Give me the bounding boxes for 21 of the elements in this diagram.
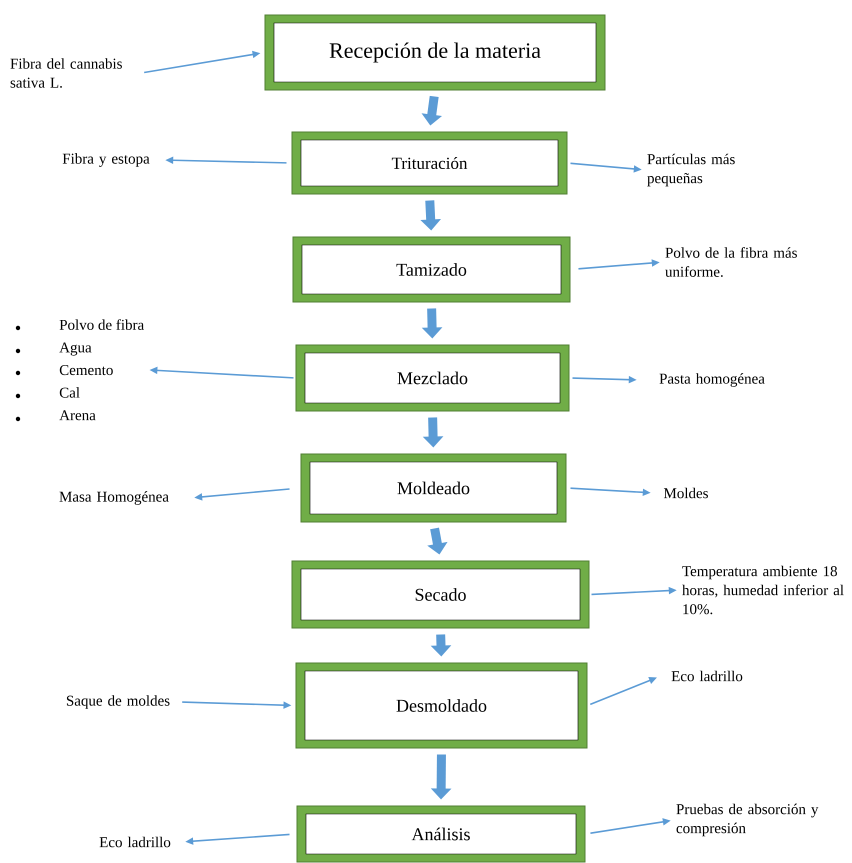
process-box: Trituración bbox=[292, 132, 568, 194]
side-text: Pasta homogénea bbox=[660, 373, 765, 387]
process-box: Análisis bbox=[296, 806, 586, 862]
side-text: Temperatura ambiente 18 horas, humedad inferior al 10%. bbox=[682, 566, 844, 614]
side-text: Fibra y estopa bbox=[62, 153, 150, 167]
side-text: Eco ladrillo bbox=[672, 670, 742, 682]
side-text: Eco ladrillo bbox=[100, 836, 170, 848]
side-text: Saque de moldes bbox=[66, 695, 170, 709]
process-box: Recepción de la materia bbox=[264, 14, 606, 90]
side-text: Masa Homogénea bbox=[59, 491, 169, 505]
process-box: Desmoldado bbox=[296, 662, 588, 748]
side-text: Partículas más pequeñas bbox=[647, 154, 735, 186]
side-text: Pruebas de absorción y compresión bbox=[676, 804, 818, 836]
bullet-list: Polvo de fibra Agua Cemento Cal Arena bbox=[59, 319, 144, 420]
side-text: Polvo de la fibra más uniforme. bbox=[665, 247, 797, 277]
process-box: Mezclado bbox=[296, 344, 570, 412]
process-box: Moldeado bbox=[300, 454, 566, 522]
process-box: Secado bbox=[292, 560, 590, 628]
process-box: Tamizado bbox=[292, 236, 570, 302]
side-text: Moldes bbox=[664, 488, 708, 498]
side-text: Fibra del cannabis sativa L. bbox=[10, 58, 122, 88]
